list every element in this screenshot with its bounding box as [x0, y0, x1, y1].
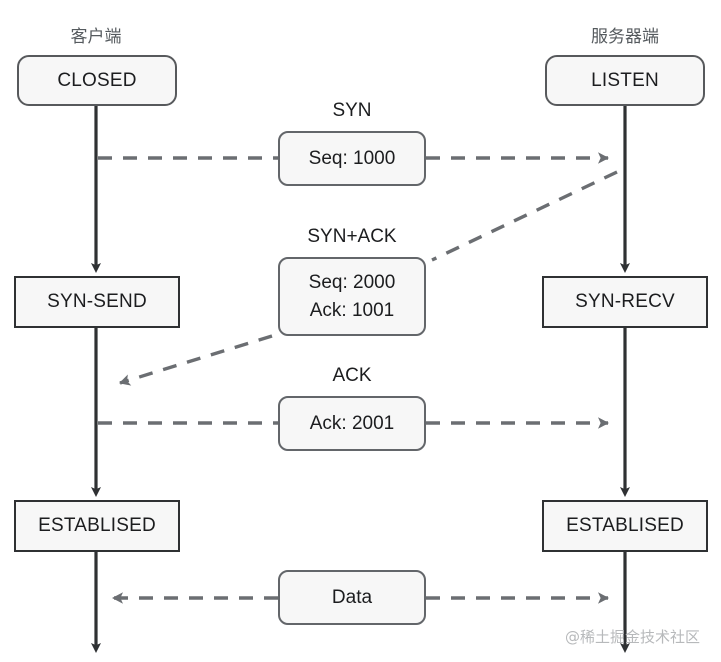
state-box-server-syn-recv[interactable]: SYN-RECV — [542, 276, 708, 328]
message-box-syn[interactable]: Seq: 1000 — [278, 131, 426, 186]
state-box-client-syn-send[interactable]: SYN-SEND — [14, 276, 180, 328]
state-box-client-established[interactable]: ESTABLISED — [14, 500, 180, 552]
state-box-server-listen[interactable]: LISTEN — [545, 55, 705, 106]
state-box-client-closed[interactable]: CLOSED — [17, 55, 177, 106]
message-box-ack[interactable]: Ack: 2001 — [278, 396, 426, 451]
message-line: Ack: 1001 — [309, 299, 395, 321]
state-box-server-established[interactable]: ESTABLISED — [542, 500, 708, 552]
message-line: Data — [331, 586, 373, 608]
watermark-text: @稀土掘金技术社区 — [565, 628, 701, 646]
message-line: Seq: 1000 — [308, 147, 396, 169]
message-caption-syn-ack: SYN+ACK — [307, 226, 397, 247]
lane-label-client: 客户端 — [70, 27, 122, 47]
message-line: Ack: 2001 — [309, 412, 395, 434]
message-line: Seq: 2000 — [308, 271, 396, 293]
message-box-syn-ack[interactable]: Seq: 2000 Ack: 1001 — [278, 257, 426, 336]
syn-ack-arrow — [119, 170, 618, 386]
message-box-data[interactable]: Data — [278, 570, 426, 625]
message-caption-syn: SYN — [332, 100, 372, 121]
message-caption-ack: ACK — [332, 365, 372, 386]
lane-label-server: 服务器端 — [591, 27, 659, 47]
